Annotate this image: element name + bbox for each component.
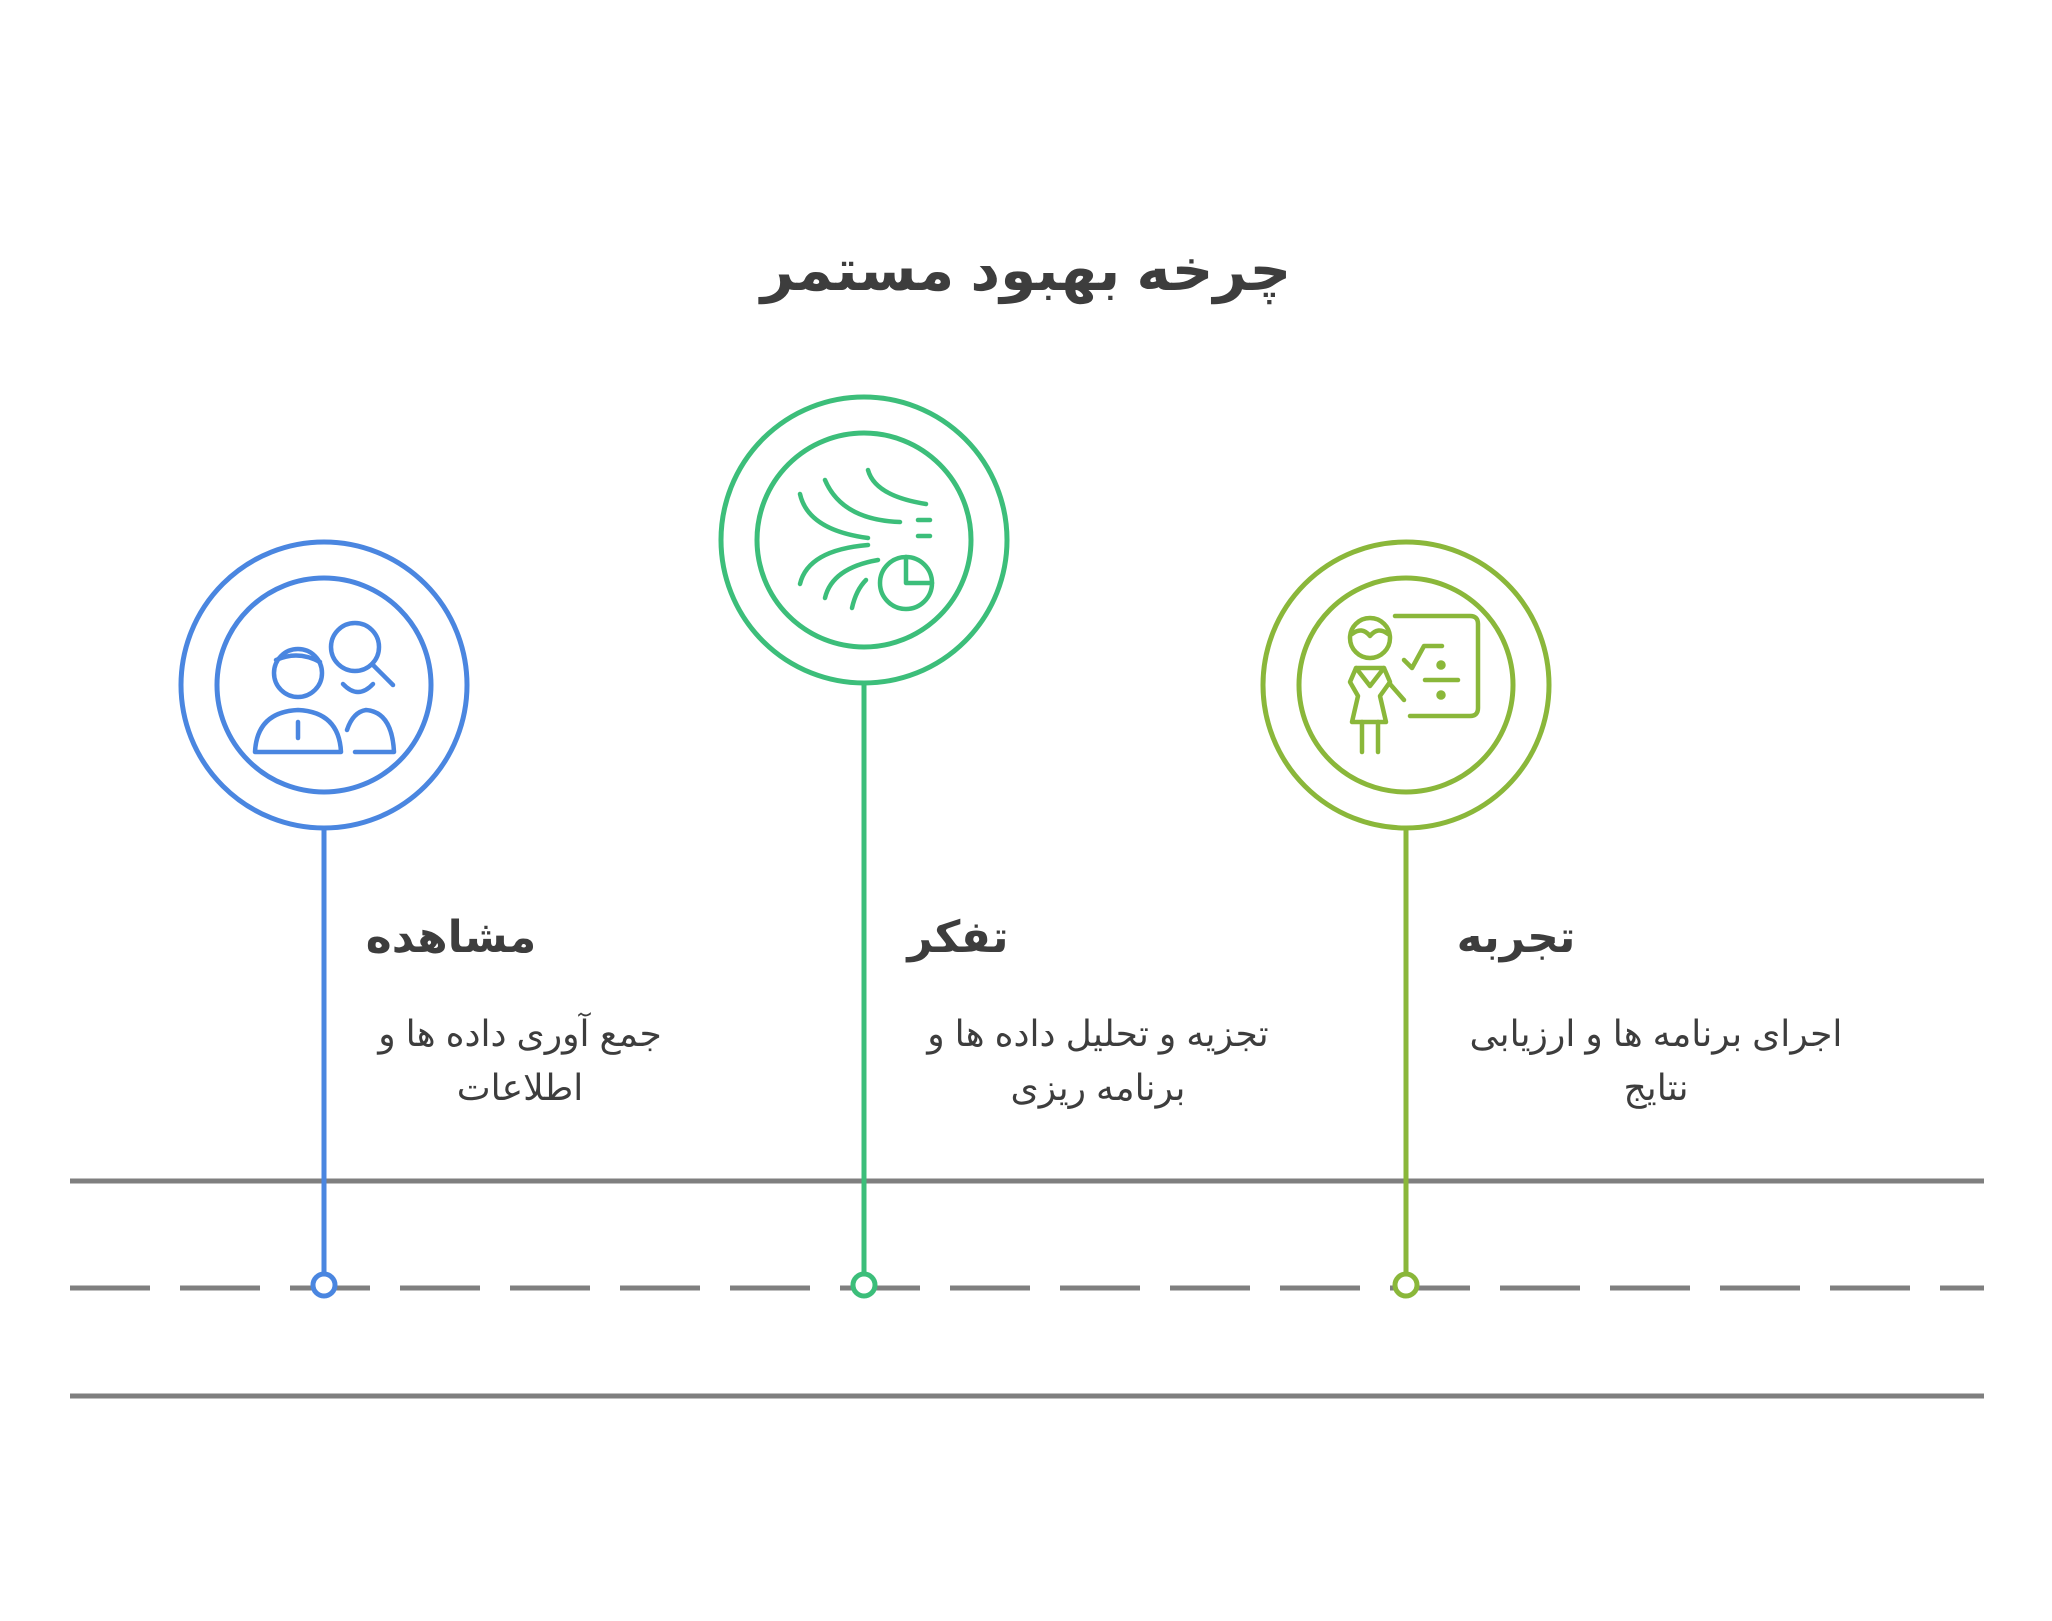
step-observation-title: مشاهده (366, 913, 536, 962)
step-observation-desc-line-1: جمع آوری داده ها و (376, 1011, 661, 1055)
step-reflection-inner-ring (754, 430, 974, 650)
step-reflection-node (850, 1271, 878, 1299)
road (70, 1178, 1984, 1399)
step-experience-outer-ring (1260, 539, 1552, 831)
step-reflection-title: تفکر (905, 913, 1008, 963)
step-observation-outer-ring (178, 539, 470, 831)
data-analysis-icon (797, 467, 935, 612)
step-observation-node (310, 1271, 338, 1299)
page-title: چرخه بهبود مستمر (758, 238, 1292, 305)
step-reflection-outer-ring (718, 394, 1010, 686)
step-reflection-text: تفکر تجزیه و تحلیل داده ها و برنامه ریزی (905, 913, 1268, 1109)
step-reflection-desc-line-1: تجزیه و تحلیل داده ها و (925, 1013, 1268, 1055)
step-experience-inner-ring (1296, 575, 1516, 795)
step-experience-desc-line-2: نتایج (1623, 1067, 1688, 1109)
step-experience-desc-line-1: اجرای برنامه ها و ارزیابی (1470, 1013, 1843, 1055)
step-observation-desc-line-2: اطلاعات (457, 1067, 583, 1108)
step-observation-text: مشاهده جمع آوری داده ها و اطلاعات (366, 913, 662, 1108)
step-experience-node (1392, 1271, 1420, 1299)
step-experience (1260, 539, 1552, 1299)
step-reflection-desc-line-2: برنامه ریزی (1011, 1067, 1186, 1109)
step-observation-inner-ring (214, 575, 434, 795)
step-experience-title: تجربه (1457, 913, 1576, 963)
teacher-presentation-icon (1347, 613, 1481, 755)
step-reflection (718, 394, 1010, 1299)
step-observation (178, 539, 470, 1299)
people-search-icon (252, 620, 397, 755)
step-experience-text: تجربه اجرای برنامه ها و ارزیابی نتایج (1457, 913, 1843, 1109)
